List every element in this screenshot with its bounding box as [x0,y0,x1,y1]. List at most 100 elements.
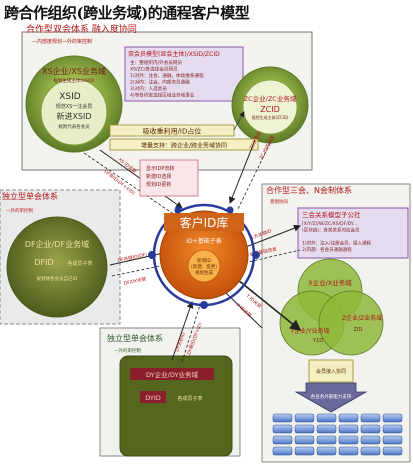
hub-node [252,251,260,259]
member-entity [316,446,337,456]
xs-inner-line: 规范XS一注会员 [56,103,93,110]
right-box-line: (区块链)：各类关系对应会员 [302,227,360,234]
top-box-line: 2)对内：注会，内部务员通融 [130,79,190,86]
member-entity [338,424,359,434]
top-panel-sub: —内部度规划—外的审控制 [32,38,92,45]
right-panel-sub: 意图协同 [270,198,288,205]
dfid-label: DFID [34,258,53,267]
dy-domain-block [119,355,233,457]
hub-note-box [139,159,199,197]
hub: 显示IDP流转 新建ID选择 规划ID更新 客户ID库 ID+基础子表 新增ID… [139,159,260,309]
y-id-label: Y1D [312,338,323,344]
right-box-line: 1)对外：注入/注册会员，接入通程 [302,240,372,247]
down-arrow-label: 各业务外部能力支持 [311,393,352,400]
right-relation-box [297,207,409,259]
dyid-tag [140,391,166,403]
x-domain-label: X企业/X业务域 [308,278,352,287]
support-bar-label: 增量支持：跨企业/跨业务域协同 [141,142,227,150]
right-panel: 合作型三会、N会制体系 意图协同 三会关系模型子公社 [X/Y/Z]/W/ZC/… [261,183,411,463]
top-box-line: 1)对外：注会，通融，体续维系通程 [130,72,204,79]
top-box-line: 3)对内：入选会员 [130,85,167,92]
bottom-panel-heading: 独立型单会体系 [107,333,163,343]
xs-inner-circle [40,78,108,146]
hub-note: 规划ID更新 [146,181,171,188]
member-entity [360,435,381,445]
zc-inner-circle [242,79,298,135]
reuse-bar [109,124,235,137]
df-to-hub-line [109,249,169,266]
right-box-line: [X/Y/Z]/W/ZC/XS/DF/DY... [302,221,357,227]
left-panel-sub: —外的审控制 [6,207,33,214]
xsid-label: XSID [59,92,81,102]
top-panel: 合作型双会体系 融入度协同 —内部度规划—外的审控制 双会员模型(显会主体)/X… [21,23,313,171]
z-domain-circle [318,290,384,356]
xs-domain-label: XS企业/XS业务域 [42,66,106,76]
xs-inner-line: 规则代表各会员 [58,123,90,130]
hub-note: 显示IDP流转 [146,165,174,172]
hub-to-right-line [237,224,301,251]
link-label: Y ID关联 [244,292,263,310]
member-entity [360,413,381,423]
access-box [308,359,354,383]
member-entity [294,435,315,445]
member-entity [382,424,403,434]
df-note: 规划体各会员自己ID [37,275,78,282]
member-entity [338,435,359,445]
diagram-title: 跨合作组织(跨业务域)的通程客户模型 [4,4,250,22]
member-entity [338,446,359,456]
hub-node [200,301,208,309]
z-id-label: ZID [354,327,363,333]
hub-node [174,206,182,214]
hub-line: 新增ID [197,257,211,264]
member-entity [316,435,337,445]
dy-id-note: 各成员子表 [177,395,202,402]
link-label: X ID关联 [235,301,254,319]
hub-note: 新建ID选择 [146,173,171,180]
right-box-line: 2)内部：各会员通融通程 [302,246,352,253]
member-entity [272,446,293,456]
top-box-title: 双会员模型(显会主体)/XSID/ZCID [128,50,220,58]
member-entity [360,424,381,434]
support-bar [109,138,259,151]
hub-node [148,251,156,259]
hub-line: 规划生成 [195,269,213,276]
xs-inner-new-id: 新进XSID [56,111,91,121]
left-panel-heading: 独立型单会体系 [2,191,58,201]
right-panel-heading: 合作型三会、N会制体系 [266,185,352,195]
zc-to-hub-line-2 [237,142,271,210]
df-id-note: 各成员子表 [67,260,92,267]
hub-node [226,206,234,214]
member-entity [272,435,293,445]
dy-domain-label: DY企业/DY业务域 [146,370,198,379]
hub-line: (新建、变更) [191,263,217,270]
link-label: DF关联ID(DF) [117,251,148,264]
zc-domain-sub: 规划生成主体(ZCID) [252,114,289,120]
hub-core-circle [187,249,221,283]
member-entity [272,413,293,423]
top-panel-heading: 合作型双会体系 融入度协同 [26,23,137,35]
dyid-label: DYID [145,394,161,402]
zc-domain-label: ZC企业/ZC业务域 [244,94,297,103]
down-arrow [294,382,368,413]
member-entity [316,424,337,434]
xs-domain-sub: 规划生成主体(XSID) [53,77,94,84]
dy-to-hub-line [171,301,194,361]
member-entity [382,446,403,456]
member-entity [294,424,315,434]
df-domain-label: DF企业/DF业务域 [25,239,89,249]
member-entity [294,413,315,423]
hub-title-band [164,213,244,231]
member-entity [382,413,403,423]
right-box-title: 三会关系模型子公社 [302,210,361,219]
bottom-panel-sub: —外的审控制 [114,347,141,354]
member-entity [316,413,337,423]
reuse-bar-label: 吸收重利用/ID占位 [143,127,202,136]
member-entity [360,446,381,456]
top-relation-box [124,46,244,102]
z-domain-label: Z企业/Z业务域 [342,314,382,322]
dy-domain-bar [130,368,214,380]
top-box-line: 主：整组织内/外会员网员 [130,59,182,66]
member-entity [294,446,315,456]
member-entity-grid [272,413,403,456]
member-entity [272,424,293,434]
